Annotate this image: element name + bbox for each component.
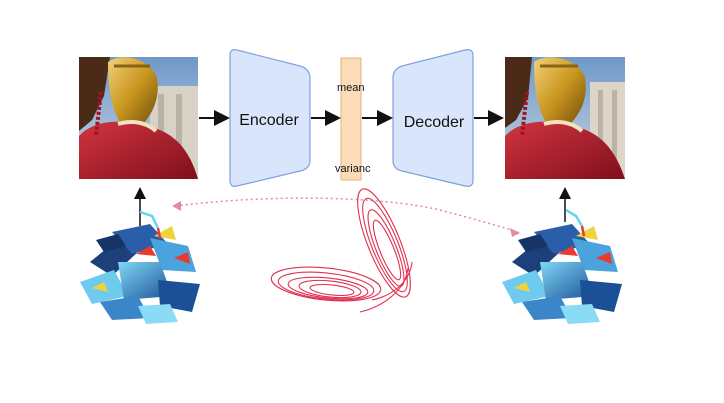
- latent-mean-label: mean: [337, 82, 365, 94]
- decoder-block: [392, 49, 474, 187]
- decoder-label: Decoder: [404, 114, 465, 131]
- output-image: [505, 57, 625, 179]
- input-image: [79, 57, 198, 179]
- right-object: [502, 187, 622, 324]
- encoder-block: [229, 49, 311, 187]
- left-object: [80, 187, 200, 324]
- latent-variance-label: varianc: [335, 163, 371, 175]
- dotted-link: [175, 197, 521, 234]
- encoder-label: Encoder: [239, 112, 299, 129]
- lorenz-attractor-icon: [270, 188, 413, 313]
- latent-bar: [340, 57, 362, 181]
- accent-arrows: [139, 208, 586, 239]
